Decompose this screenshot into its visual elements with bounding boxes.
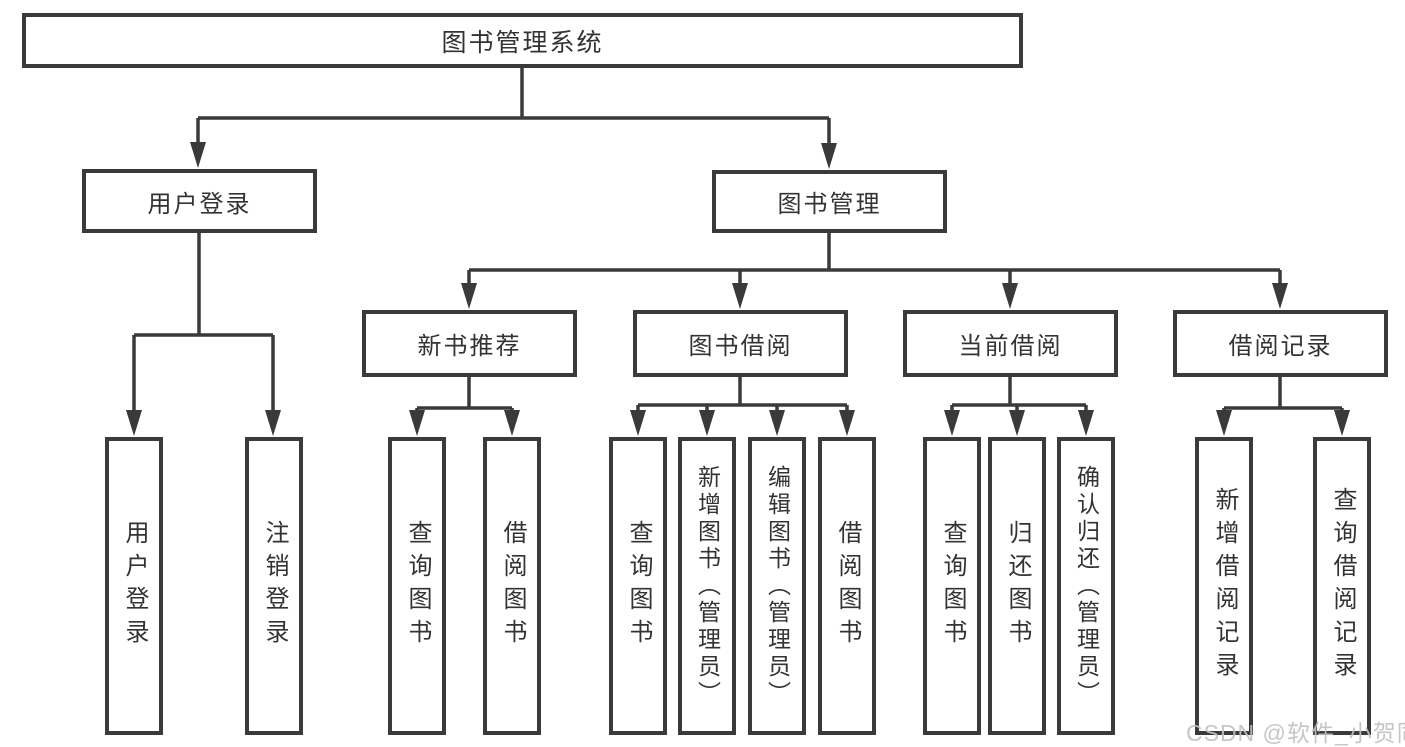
- leaf-current-query: 查询图书: [923, 437, 981, 735]
- leaf-borrow-edit-admin: 编辑图书（管理员）: [748, 437, 806, 735]
- connector-book-borrow-children: [630, 377, 855, 436]
- node-label: 借阅图书: [499, 520, 526, 652]
- connector-root-to-level2: [190, 68, 837, 169]
- node-new-book-recommend: 新书推荐: [362, 310, 577, 377]
- node-label: 查询图书: [939, 520, 966, 652]
- node-book-borrow: 图书借阅: [633, 310, 848, 377]
- node-library-management-system: 图书管理系统: [22, 13, 1023, 68]
- csdn-watermark: CSDN @软件_小贺同学: [1186, 720, 1405, 746]
- arrowhead: [190, 142, 206, 168]
- arrowhead: [126, 410, 142, 436]
- arrowhead: [1272, 283, 1288, 309]
- arrowhead: [769, 410, 785, 436]
- arrowhead: [1002, 283, 1018, 309]
- arrowhead: [630, 410, 646, 436]
- arrowhead: [1216, 410, 1232, 436]
- leaf-borrow-add-admin: 新增图书（管理员）: [678, 437, 736, 735]
- leaf-current-confirm-admin: 确认归还（管理员）: [1057, 437, 1115, 735]
- node-label: 图书管理: [777, 191, 882, 218]
- arrowhead: [1078, 410, 1094, 436]
- node-label: 新增借阅记录: [1211, 487, 1238, 685]
- leaf-newbooks-query: 查询图书: [388, 437, 446, 735]
- node-label: 归还图书: [1004, 520, 1031, 652]
- node-label: 图书借阅: [688, 333, 793, 360]
- arrowhead: [504, 410, 520, 436]
- node-current-borrow: 当前借阅: [903, 310, 1118, 377]
- leaf-borrow-query: 查询图书: [609, 437, 667, 735]
- leaf-logout: 注销登录: [245, 437, 303, 735]
- connector-new-books-children: [409, 377, 520, 436]
- arrowhead: [1009, 410, 1025, 436]
- node-label: 借阅记录: [1228, 333, 1333, 360]
- node-label: 查询图书: [404, 520, 431, 652]
- node-label: 编辑图书（管理员）: [764, 464, 791, 708]
- node-label: 新书推荐: [417, 333, 522, 360]
- node-label: 借阅图书: [834, 520, 861, 652]
- connector-book-mgmt-children: [461, 233, 1288, 309]
- node-label: 查询图书: [625, 520, 652, 652]
- arrowhead: [732, 283, 748, 309]
- node-borrow-records: 借阅记录: [1173, 310, 1388, 377]
- arrowhead: [821, 143, 837, 169]
- node-label: 查询借阅记录: [1329, 487, 1356, 685]
- arrowhead: [944, 410, 960, 436]
- leaf-user-login: 用户登录: [105, 437, 163, 735]
- connector-records-children: [1216, 377, 1350, 436]
- leaf-newbooks-borrow: 借阅图书: [483, 437, 541, 735]
- node-label: 新增图书（管理员）: [694, 464, 721, 708]
- node-label: 注销登录: [261, 520, 288, 652]
- connector-current-borrow-children: [944, 377, 1094, 436]
- connector-user-login-children: [126, 233, 281, 436]
- node-label: 图书管理系统: [441, 28, 604, 57]
- leaf-records-query: 查询借阅记录: [1313, 437, 1371, 735]
- arrowhead: [839, 410, 855, 436]
- node-user-login: 用户登录: [82, 169, 317, 233]
- node-label: 用户登录: [121, 520, 148, 652]
- node-label: 确认归还（管理员）: [1073, 464, 1100, 708]
- leaf-borrow-borrow: 借阅图书: [818, 437, 876, 735]
- node-label: 当前借阅: [958, 333, 1063, 360]
- arrowhead: [461, 283, 477, 309]
- leaf-current-return: 归还图书: [988, 437, 1046, 735]
- arrowhead: [699, 410, 715, 436]
- arrowhead: [1334, 410, 1350, 436]
- leaf-records-add: 新增借阅记录: [1195, 437, 1253, 735]
- node-book-management: 图书管理: [712, 170, 947, 233]
- node-label: 用户登录: [147, 190, 252, 218]
- arrowhead: [409, 410, 425, 436]
- arrowhead: [265, 410, 281, 436]
